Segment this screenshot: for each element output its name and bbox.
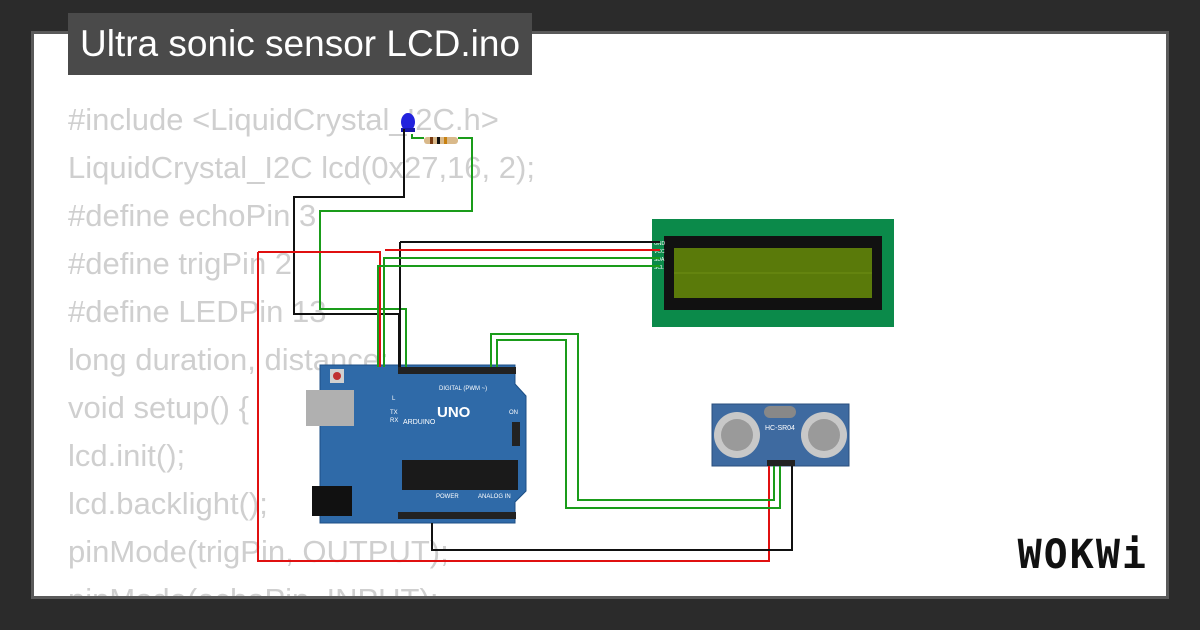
- code-line: void setup() {: [68, 390, 249, 425]
- wokwi-logo: WOKWi: [1017, 532, 1148, 578]
- hc-sr04-sensor[interactable]: HC-SR04: [711, 403, 850, 467]
- code-line: #define echoPin 3: [68, 198, 317, 233]
- code-line: #define LEDPin 13: [68, 294, 327, 329]
- rx-led-label: RX: [390, 418, 398, 424]
- lcd-pin-scl: SCL: [654, 265, 664, 271]
- power-label: POWER: [436, 494, 459, 500]
- lcd-pin-gnd: GND: [654, 241, 666, 247]
- arduino-model-label: UNO: [437, 404, 471, 421]
- code-preview: #include <LiquidCrystal_I2C.h> LiquidCrys…: [68, 96, 768, 596]
- code-line: lcd.init();: [68, 438, 186, 473]
- code-line: pinMode(echoPin, INPUT);: [68, 576, 768, 596]
- led-component[interactable]: [401, 113, 415, 132]
- code-line: #define trigPin 2: [68, 246, 293, 281]
- lcd-pin-sda: SDA: [654, 257, 665, 263]
- wires: [257, 129, 793, 562]
- page-title: Ultra sonic sensor LCD.ino: [68, 13, 533, 75]
- arduino-uno-board[interactable]: UNO ARDUINO DIGITAL (PWM ~) POWER ANALOG…: [306, 364, 527, 524]
- tx-led-label: TX: [390, 410, 398, 416]
- analog-in-label: ANALOG IN: [478, 494, 511, 500]
- digital-pins-label: DIGITAL (PWM ~): [439, 386, 487, 392]
- reset-button[interactable]: [333, 372, 341, 380]
- circuit-diagram: GND VCC SDA SCL UNO ARDUINO DIGITAL (PWM…: [257, 113, 894, 562]
- on-led-label: ON: [509, 410, 518, 416]
- arduino-brand-label: ARDUINO: [403, 419, 436, 426]
- code-line: LiquidCrystal_I2C lcd(0x27,16, 2);: [68, 150, 535, 185]
- sensor-model-label: HC-SR04: [765, 425, 795, 432]
- code-line: #include <LiquidCrystal_I2C.h>: [68, 102, 499, 137]
- lcd-pin-vcc: VCC: [654, 249, 665, 255]
- lcd-module[interactable]: GND VCC SDA SCL: [652, 219, 894, 327]
- code-line: lcd.backlight();: [68, 486, 268, 521]
- resistor-component[interactable]: [424, 137, 458, 144]
- l-led-label: L: [392, 396, 396, 402]
- project-card: #include <LiquidCrystal_I2C.h> LiquidCrys…: [34, 34, 1166, 596]
